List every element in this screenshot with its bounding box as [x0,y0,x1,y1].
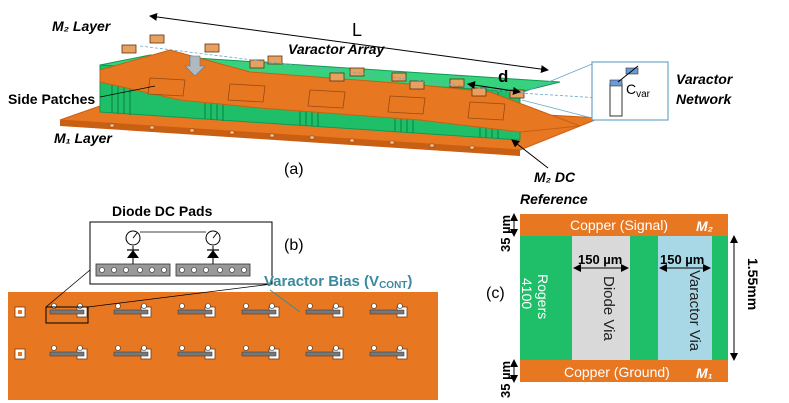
diode-dc-pads-label: Diode DC Pads [112,203,213,219]
diode-dc-pad [333,303,339,309]
diode-dc-pad [397,303,403,309]
inset-pins [99,267,247,273]
copper-signal-label: Copper (Signal) [570,217,668,233]
diode-dc-pad [205,345,211,351]
gauge-2-needle [212,232,218,239]
diode-zoom-line-2 [87,283,273,308]
varactor-bias-pointer [269,289,301,313]
diode-dc-pad [371,345,377,351]
panel-b: Diode DC Pads (b) Varactor Bias (VCONT) [8,203,438,400]
diode-bias-lines [49,303,405,357]
diode-bias-line [369,351,405,357]
m2-dc-reference-label: Reference [520,191,588,207]
m2-tag: M₂ [696,218,713,234]
diode-zoom-source [45,306,89,324]
dim-150-b-label: 150 µm [660,252,704,267]
diode-dc-pad [333,345,339,351]
diode-2-symbol [207,250,219,258]
panel-c-tag: (c) [486,285,505,302]
diode-bias-line [177,351,213,357]
diode-dc-pad [141,345,147,351]
m2-dc-label: M₂ DC [534,169,576,185]
diode-dc-pad [307,303,313,309]
rogers-4100-label: 4100 [519,278,535,309]
zoom-line-1 [521,63,593,94]
diode-dc-pad [307,345,313,351]
varactor-network-label-1: Varactor [676,71,734,87]
side-patches-label: Side Patches [8,91,95,107]
dim-150-a-label: 150 µm [578,252,622,267]
diode-via [572,236,630,360]
length-l-arrow [149,12,549,74]
cvar-label: Cvar [626,81,651,100]
diode-bias-line [369,309,405,315]
varactor-via [658,236,712,360]
bias-square-pad-center [18,310,22,314]
side-patches-pointer [99,85,156,98]
diode-bias-line [113,351,149,357]
diode-bias-line [177,309,213,315]
dim-35-bottom-label: 35 µm [498,361,513,398]
diode-dc-pad [77,303,83,309]
diode-1-symbol [127,250,139,258]
diode-bias-line [305,309,341,315]
spacing-d-arrow [467,81,521,95]
diode-dc-pad [141,303,147,309]
diode-bias-line [49,351,85,357]
diode-dc-pad [115,303,121,309]
panel-b-tag: (b) [284,237,304,254]
zoom-line-2 [521,99,593,119]
diode-dc-pad [269,303,275,309]
diode-dc-pad [77,345,83,351]
diode-bias-line [305,351,341,357]
diode-dc-pad [243,303,249,309]
varactor-network-label-2: Network [676,91,732,107]
side-patches [147,77,506,121]
diode-dc-pad [179,303,185,309]
diode-zoom-line-1 [45,269,91,308]
cvar-arrow [617,65,639,83]
diode-dc-pad [179,345,185,351]
diode-via-label: Diode Via [600,276,617,341]
varactor-cap-blue [609,79,623,87]
diode-bias-line [49,309,85,315]
panel-c: Copper (Signal) M₂ Copper (Ground) M₁ Ro… [486,213,761,398]
diode-dc-pad [115,345,121,351]
varactor-cylinder [609,83,623,117]
length-l-label: L [352,20,362,40]
rogers-label: Rogers [535,274,551,319]
diode-bias-line [241,309,277,315]
diode-dc-pad [397,345,403,351]
diode-dc-pad [371,303,377,309]
gauge-1-needle [132,232,138,239]
dim-35-top-label: 35 µm [498,215,513,252]
dim-thickness-label: 1.55mm [745,258,761,310]
m1-tag: M₁ [696,365,713,381]
varactor-array-label: Varactor Array [288,41,385,57]
copper-ground-label: Copper (Ground) [564,364,670,380]
inset-strip-left [95,263,171,277]
copper-ground-layer [520,360,728,382]
m2-dc-pointer [511,139,549,169]
varactor-bias-label: Varactor Bias (VCONT) [264,273,412,291]
copper-signal-layer [520,214,728,236]
panel-a-tag: (a) [284,161,304,178]
spacing-d-label: d [498,67,508,86]
diode-dc-pad [205,303,211,309]
m1-copper-edge [60,120,520,156]
diode-dc-pad [243,345,249,351]
m2-layer-label: M₂ Layer [52,18,112,34]
inset-strip-right [175,263,251,277]
diode-dc-pad [51,345,57,351]
varactor-via-label: Varactor Via [686,270,703,352]
panel-a: L d Cvar M₂ Layer Varactor Array Side Pa… [8,12,734,207]
diode-dc-pad [51,303,57,309]
diode-bias-line [113,309,149,315]
guide-dash-2 [519,92,601,99]
m1-layer-label: M₁ Layer [54,130,113,146]
bias-square-pad-center [18,352,22,356]
diode-bias-line [241,351,277,357]
diode-dc-pad [269,345,275,351]
